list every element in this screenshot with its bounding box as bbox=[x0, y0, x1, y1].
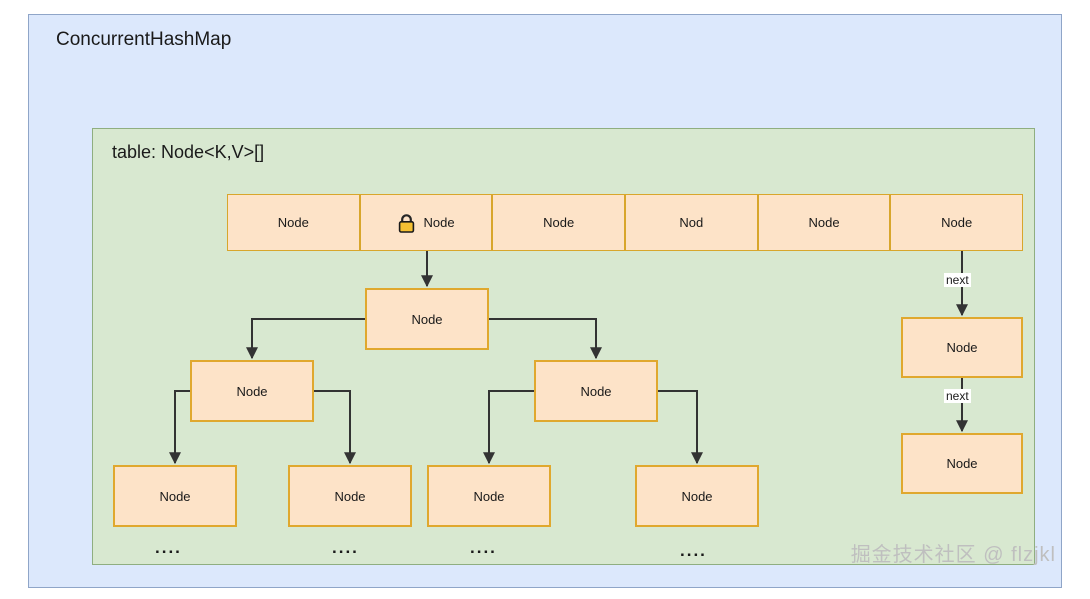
bucket-cell-1[interactable]: Node bbox=[359, 194, 493, 251]
tree-level2-node-left[interactable]: Node bbox=[190, 360, 314, 422]
bucket-label: Node bbox=[941, 215, 973, 230]
bucket-label: Node bbox=[543, 215, 575, 230]
lock-icon bbox=[397, 213, 416, 233]
tree-leaf-node-1[interactable]: Node bbox=[113, 465, 237, 527]
bucket-cell-3[interactable]: Nod bbox=[625, 194, 758, 251]
tree-leaf-node-4[interactable]: Node bbox=[635, 465, 759, 527]
watermark: 掘金技术社区 @ flzjkl bbox=[850, 544, 1056, 566]
hash-table-row: Node Node Node Nod Node Node bbox=[227, 194, 1024, 251]
leaf-ellipsis-4: .... bbox=[680, 541, 707, 560]
linked-list-node-2[interactable]: Node bbox=[901, 433, 1023, 494]
bucket-cell-4[interactable]: Node bbox=[757, 194, 891, 251]
next-edge-label-1: next bbox=[944, 273, 971, 287]
bucket-label: Node bbox=[277, 215, 309, 230]
tree-level2-node-right[interactable]: Node bbox=[534, 360, 658, 422]
tree-leaf-node-3[interactable]: Node bbox=[427, 465, 551, 527]
bucket-label: Node bbox=[423, 215, 455, 230]
bucket-cell-2[interactable]: Node bbox=[492, 194, 626, 251]
tree-root-node[interactable]: Node bbox=[365, 288, 489, 350]
concurrenthashmap-title: ConcurrentHashMap bbox=[56, 29, 232, 50]
next-edge-label-2: next bbox=[944, 389, 971, 403]
leaf-ellipsis-2: .... bbox=[332, 538, 359, 557]
bucket-label: Node bbox=[808, 215, 840, 230]
bucket-cell-5[interactable]: Node bbox=[890, 194, 1024, 251]
leaf-ellipsis-3: .... bbox=[470, 538, 497, 557]
linked-list-node-1[interactable]: Node bbox=[901, 317, 1023, 378]
bucket-cell-0[interactable]: Node bbox=[227, 194, 360, 251]
leaf-ellipsis-1: .... bbox=[155, 538, 182, 557]
tree-leaf-node-2[interactable]: Node bbox=[288, 465, 412, 527]
bucket-label: Nod bbox=[679, 215, 704, 230]
table-title: table: Node<K,V>[] bbox=[112, 142, 265, 162]
